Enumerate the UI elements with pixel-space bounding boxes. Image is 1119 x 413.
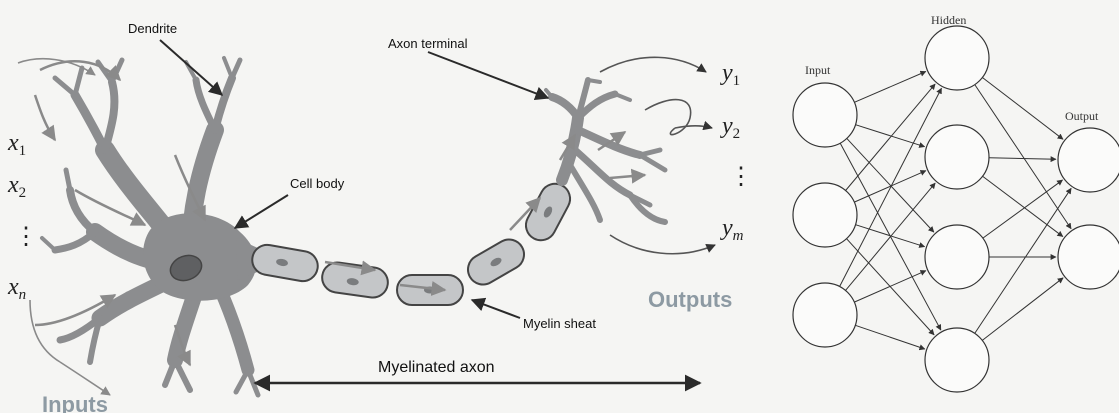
- dendrite-label: Dendrite: [128, 21, 177, 36]
- axon-terminal-label: Axon terminal: [388, 36, 468, 51]
- network-node: [793, 83, 857, 147]
- output-curves: [600, 57, 715, 253]
- output-ym: ym: [720, 215, 744, 244]
- layer-label: Hidden: [931, 13, 966, 27]
- network-edge: [982, 77, 1063, 139]
- layer-output: Output: [1058, 109, 1119, 289]
- output-dots: ⋮: [729, 164, 753, 190]
- cell-body-label: Cell body: [290, 176, 345, 191]
- network-edge: [983, 180, 1063, 238]
- layer-input: Input: [793, 63, 857, 347]
- network-edge: [983, 176, 1063, 236]
- network-node: [925, 125, 989, 189]
- myelin-sheath-label: Myelin sheat: [523, 316, 596, 331]
- myelinated-axon-label: Myelinated axon: [378, 359, 495, 376]
- input-x2: x2: [7, 172, 26, 201]
- input-variables: x1 x2 ⋮ xn: [7, 130, 38, 303]
- layer-label: Output: [1065, 109, 1099, 123]
- layer-label: Input: [805, 63, 831, 77]
- network-edges: [840, 71, 1072, 349]
- input-dots: ⋮: [14, 224, 38, 250]
- network-edge: [846, 183, 936, 290]
- network-node: [925, 328, 989, 392]
- network-node: [925, 225, 989, 289]
- outputs-label: Outputs: [648, 287, 732, 312]
- network-edge: [989, 158, 1056, 160]
- network-node: [1058, 128, 1119, 192]
- network-edge: [854, 171, 926, 202]
- network-node: [925, 26, 989, 90]
- layer-hidden: Hidden: [925, 13, 989, 392]
- neuron-drawing: Dendrite Axon terminal Cell body Myelin …: [7, 21, 753, 413]
- network-edge: [855, 325, 925, 349]
- network-node: [793, 183, 857, 247]
- network-node: [793, 283, 857, 347]
- output-y1: y1: [720, 60, 740, 89]
- inputs-label: Inputs: [42, 392, 108, 413]
- network-node: [1058, 225, 1119, 289]
- output-y2: y2: [720, 113, 740, 142]
- input-xn: xn: [7, 274, 26, 303]
- input-x1: x1: [7, 130, 26, 159]
- network-edge: [854, 271, 926, 302]
- network-edge: [982, 278, 1063, 341]
- network-edge: [847, 138, 934, 232]
- network-edge: [855, 125, 924, 147]
- network-edge: [854, 71, 925, 102]
- output-variables: y1 y2 ⋮ ym: [720, 60, 753, 244]
